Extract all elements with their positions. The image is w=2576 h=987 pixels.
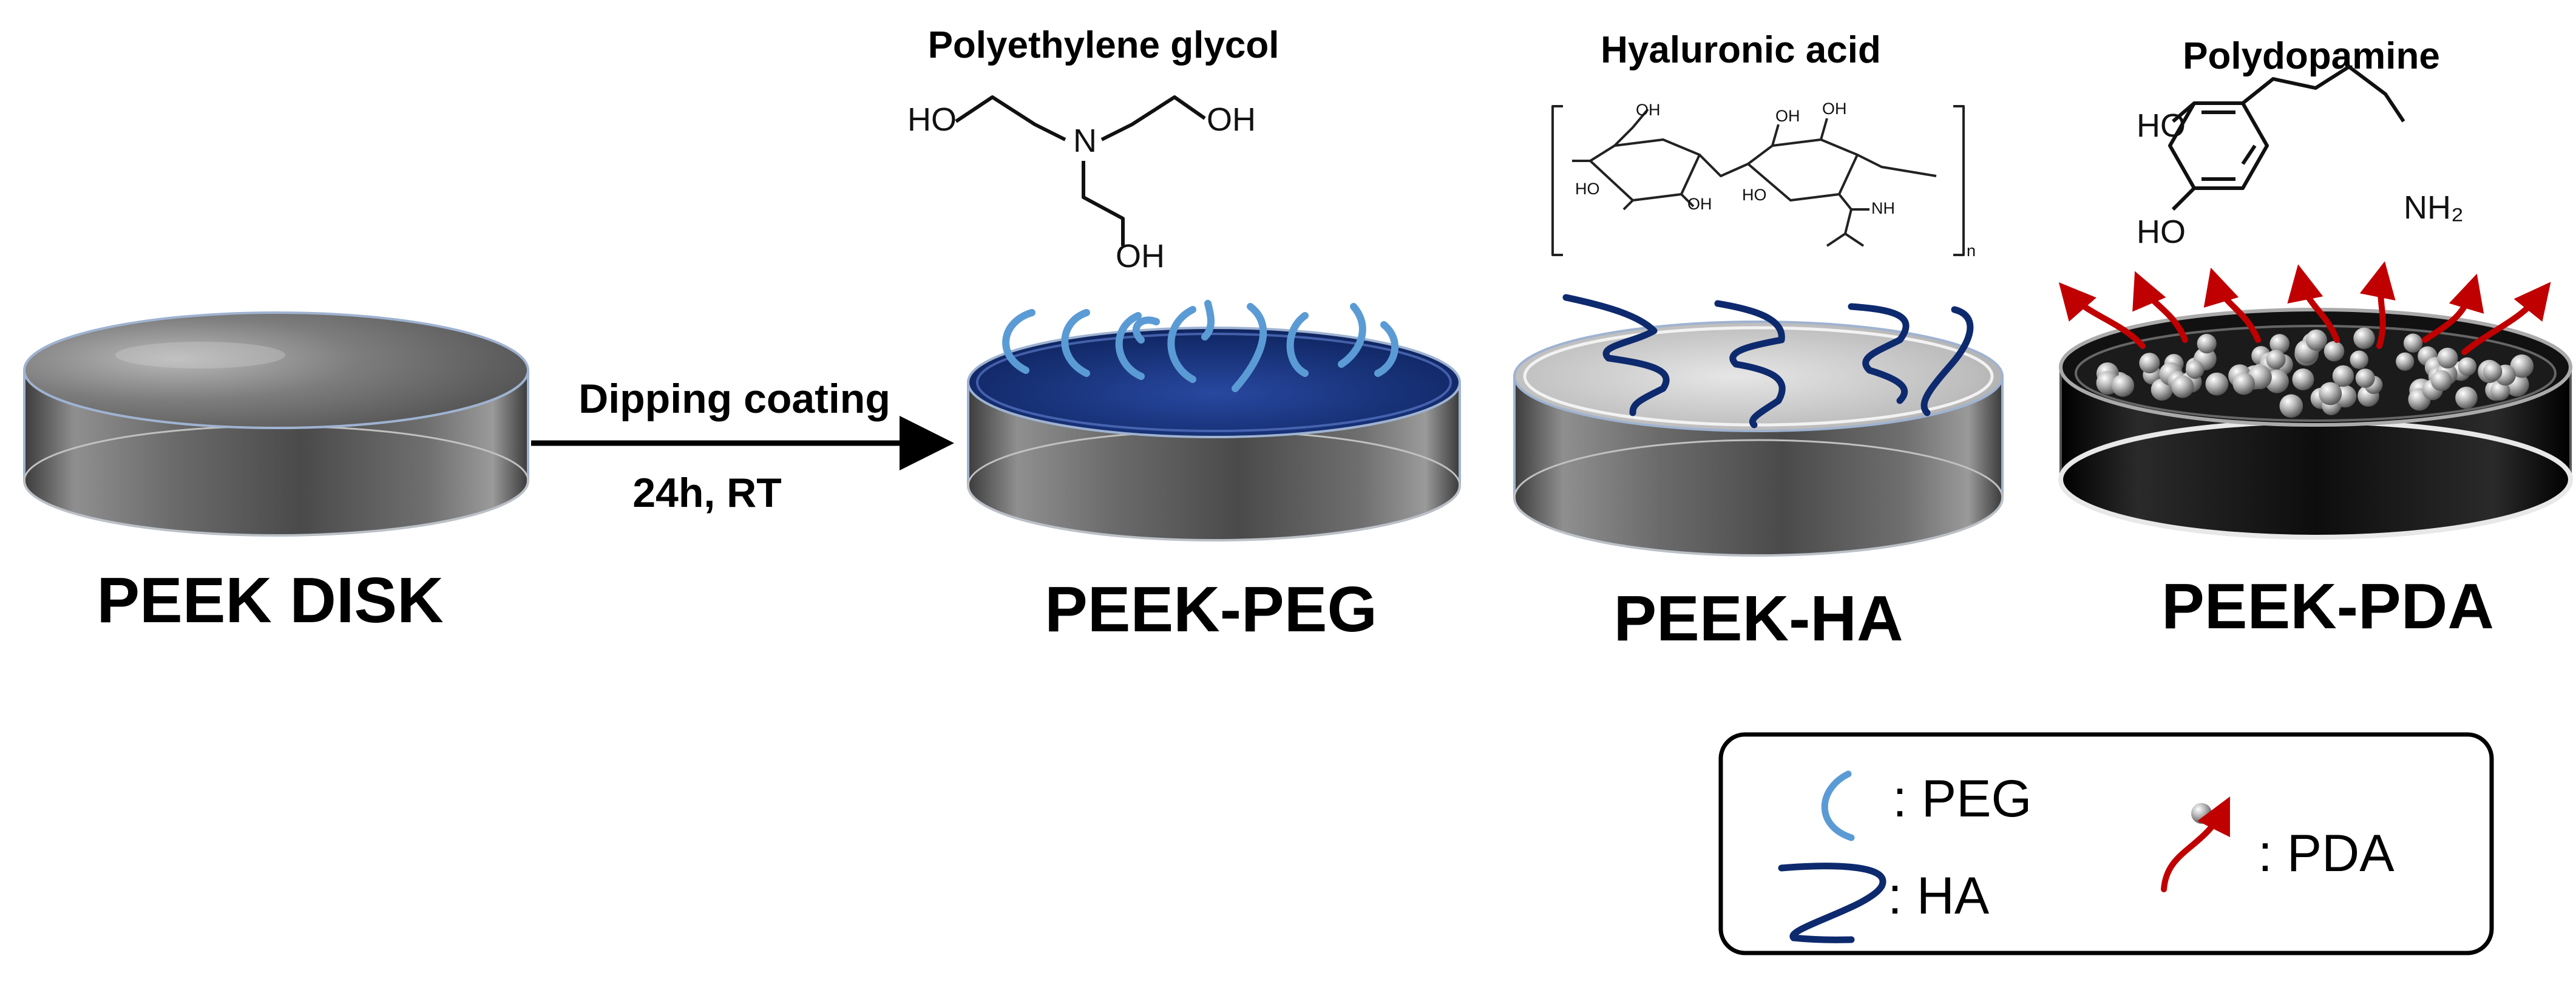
legend-box bbox=[1718, 732, 2494, 955]
atom-ho-left: HO bbox=[907, 101, 957, 138]
process-condition: 24h, RT bbox=[632, 470, 782, 516]
chem-title-peg: Polyethylene glycol bbox=[928, 24, 1280, 66]
disk-label-peg: PEEK-PEG bbox=[1045, 574, 1377, 645]
pda-particle bbox=[2185, 360, 2205, 379]
pda-particle bbox=[2269, 334, 2290, 354]
disk-peek bbox=[23, 311, 529, 537]
disk-label-pda: PEEK-PDA bbox=[2161, 571, 2494, 642]
peg-chains bbox=[1002, 300, 1398, 392]
pda-arrows bbox=[2058, 261, 2551, 355]
pda-particle bbox=[2396, 352, 2415, 371]
ha-chains bbox=[1562, 294, 1974, 429]
pda-particle bbox=[2266, 350, 2286, 370]
pda-particle bbox=[2458, 357, 2477, 376]
legend-peg-label: : PEG bbox=[1893, 770, 2032, 828]
pda-particle bbox=[2353, 327, 2375, 349]
pda-particle bbox=[2171, 375, 2194, 398]
chem-title-pda: Polydopamine bbox=[2183, 35, 2440, 77]
pda-structure bbox=[2168, 65, 2405, 211]
pda-particle bbox=[2510, 354, 2534, 378]
ha-atom-ho-b: HO bbox=[1742, 186, 1767, 204]
pda-particle bbox=[2279, 394, 2303, 418]
pda-particle bbox=[2430, 370, 2452, 392]
pda-particle bbox=[2139, 353, 2160, 374]
pda-atom-nh2: NH₂ bbox=[2404, 189, 2464, 226]
pda-particle bbox=[2437, 347, 2458, 369]
atom-oh-bottom: OH bbox=[1116, 238, 1165, 274]
pda-particle bbox=[2305, 329, 2327, 351]
pda-particle bbox=[2455, 387, 2478, 409]
ha-atom-oh-d: OH bbox=[1636, 101, 1661, 119]
legend-pda-arrow-icon bbox=[2161, 796, 2230, 892]
pda-particle bbox=[2323, 341, 2345, 362]
atom-oh-right: OH bbox=[1207, 101, 1256, 138]
pda-particle bbox=[2319, 382, 2342, 405]
disk-peg bbox=[967, 327, 1461, 541]
disk-label-ha: PEEK-HA bbox=[1613, 583, 1903, 654]
ha-atom-ho-a: HO bbox=[1575, 180, 1600, 198]
pda-particle bbox=[2292, 368, 2314, 390]
pda-particle bbox=[2355, 368, 2375, 388]
legend-ha-label: : HA bbox=[1888, 867, 1990, 925]
legend-pda-particle-icon bbox=[2191, 803, 2212, 824]
process-label: Dipping coating bbox=[578, 376, 890, 422]
pda-atom-ho-bottom: HO bbox=[2137, 214, 2186, 250]
disk-pda bbox=[2058, 308, 2573, 540]
pda-particle bbox=[2197, 334, 2217, 354]
ha-atom-nh: NH bbox=[1871, 199, 1895, 217]
pda-particle bbox=[2232, 372, 2255, 395]
legend: : PEG : HA : PDA bbox=[1718, 732, 2494, 955]
pda-particle bbox=[2403, 333, 2423, 353]
pda-particle bbox=[2205, 372, 2229, 396]
pda-particle bbox=[2483, 362, 2503, 381]
disk-label-peek: PEEK DISK bbox=[97, 565, 443, 636]
peg-structure bbox=[955, 95, 1206, 246]
pda-particles bbox=[2096, 327, 2534, 418]
ha-atom-oh-b: OH bbox=[1775, 107, 1800, 125]
ha-atom-oh-c: OH bbox=[1822, 100, 1847, 118]
legend-ha-icon bbox=[1778, 863, 1886, 943]
pda-atom-ho-top: HO bbox=[2137, 107, 2186, 144]
ha-atom-oh-a: OH bbox=[1687, 195, 1712, 213]
legend-peg-icon bbox=[1821, 770, 1855, 841]
pda-particle bbox=[2332, 365, 2354, 387]
disk-ha bbox=[1513, 321, 2004, 557]
legend-pda-label: : PDA bbox=[2258, 824, 2395, 883]
chem-title-ha: Hyaluronic acid bbox=[1601, 29, 1881, 71]
ha-structure bbox=[1551, 105, 1965, 256]
atom-n: N bbox=[1073, 123, 1097, 159]
pda-particle bbox=[2111, 374, 2135, 397]
pda-particle bbox=[2490, 381, 2510, 401]
ha-subscript-n: n bbox=[1967, 242, 1976, 260]
pda-particle bbox=[2350, 350, 2368, 369]
